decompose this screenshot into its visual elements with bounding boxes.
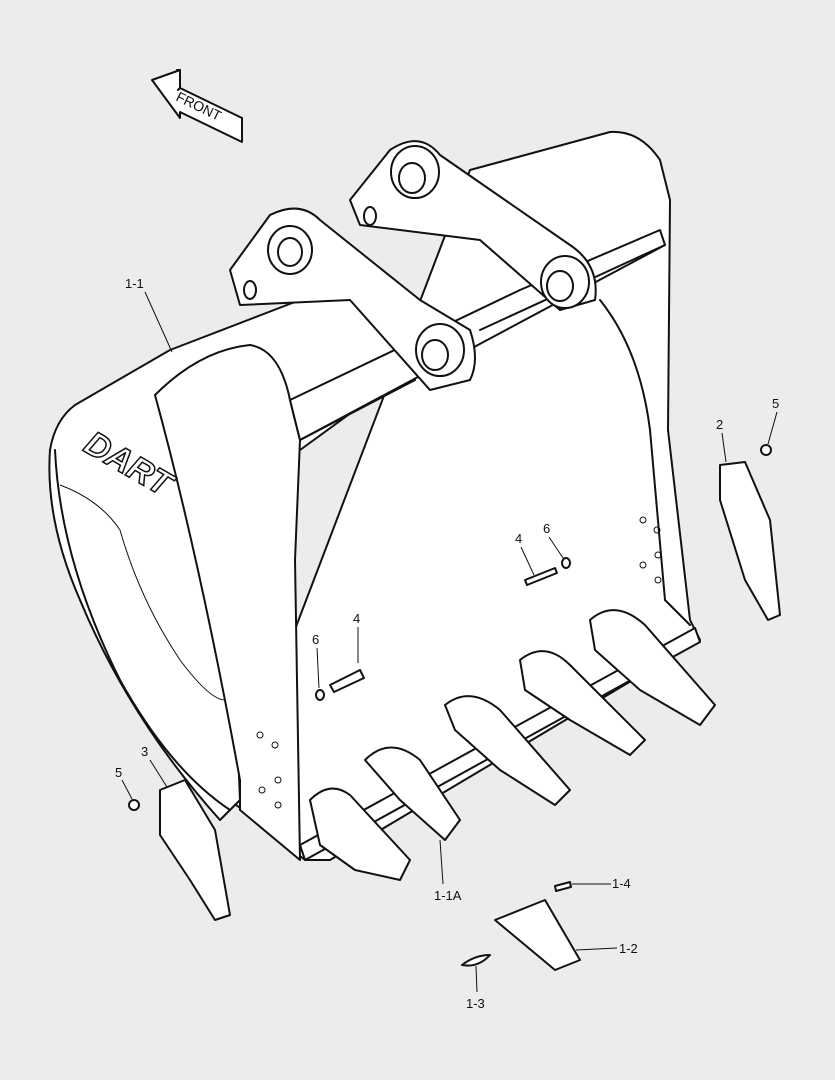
callout-1-1A: 1-1A (434, 888, 462, 903)
callout-1-3: 1-3 (466, 996, 485, 1011)
front-arrow: FRONT (151, 69, 243, 143)
callout-3: 3 (141, 744, 148, 759)
side-cutter-left (159, 779, 231, 921)
callout-6-right: 6 (543, 521, 550, 536)
tooth-point (494, 899, 581, 971)
washer-left (315, 689, 325, 701)
bucket-teeth (309, 609, 716, 881)
nut-right (760, 444, 772, 456)
bolt-holes (256, 516, 662, 809)
callout-4-right: 4 (515, 531, 522, 546)
callout-5-left: 5 (115, 765, 122, 780)
callout-5-right: 5 (772, 396, 779, 411)
callout-4-left: 4 (353, 611, 360, 626)
callout-1-2: 1-2 (619, 941, 638, 956)
washer-right (561, 557, 571, 569)
side-cutter-right (719, 461, 781, 621)
callout-2: 2 (716, 417, 723, 432)
leader-lines (121, 291, 778, 993)
callout-1-4: 1-4 (612, 876, 631, 891)
callout-6-left: 6 (312, 632, 319, 647)
bolt-left (329, 669, 365, 693)
pin (554, 881, 572, 892)
retainer (461, 954, 491, 967)
bolt-right (524, 567, 558, 586)
callouts: 1-1 2 5 4 6 4 6 3 5 1-1A 1-4 1-2 1-3 (115, 276, 779, 1011)
nut-left (128, 799, 140, 811)
callout-1-1: 1-1 (125, 276, 144, 291)
